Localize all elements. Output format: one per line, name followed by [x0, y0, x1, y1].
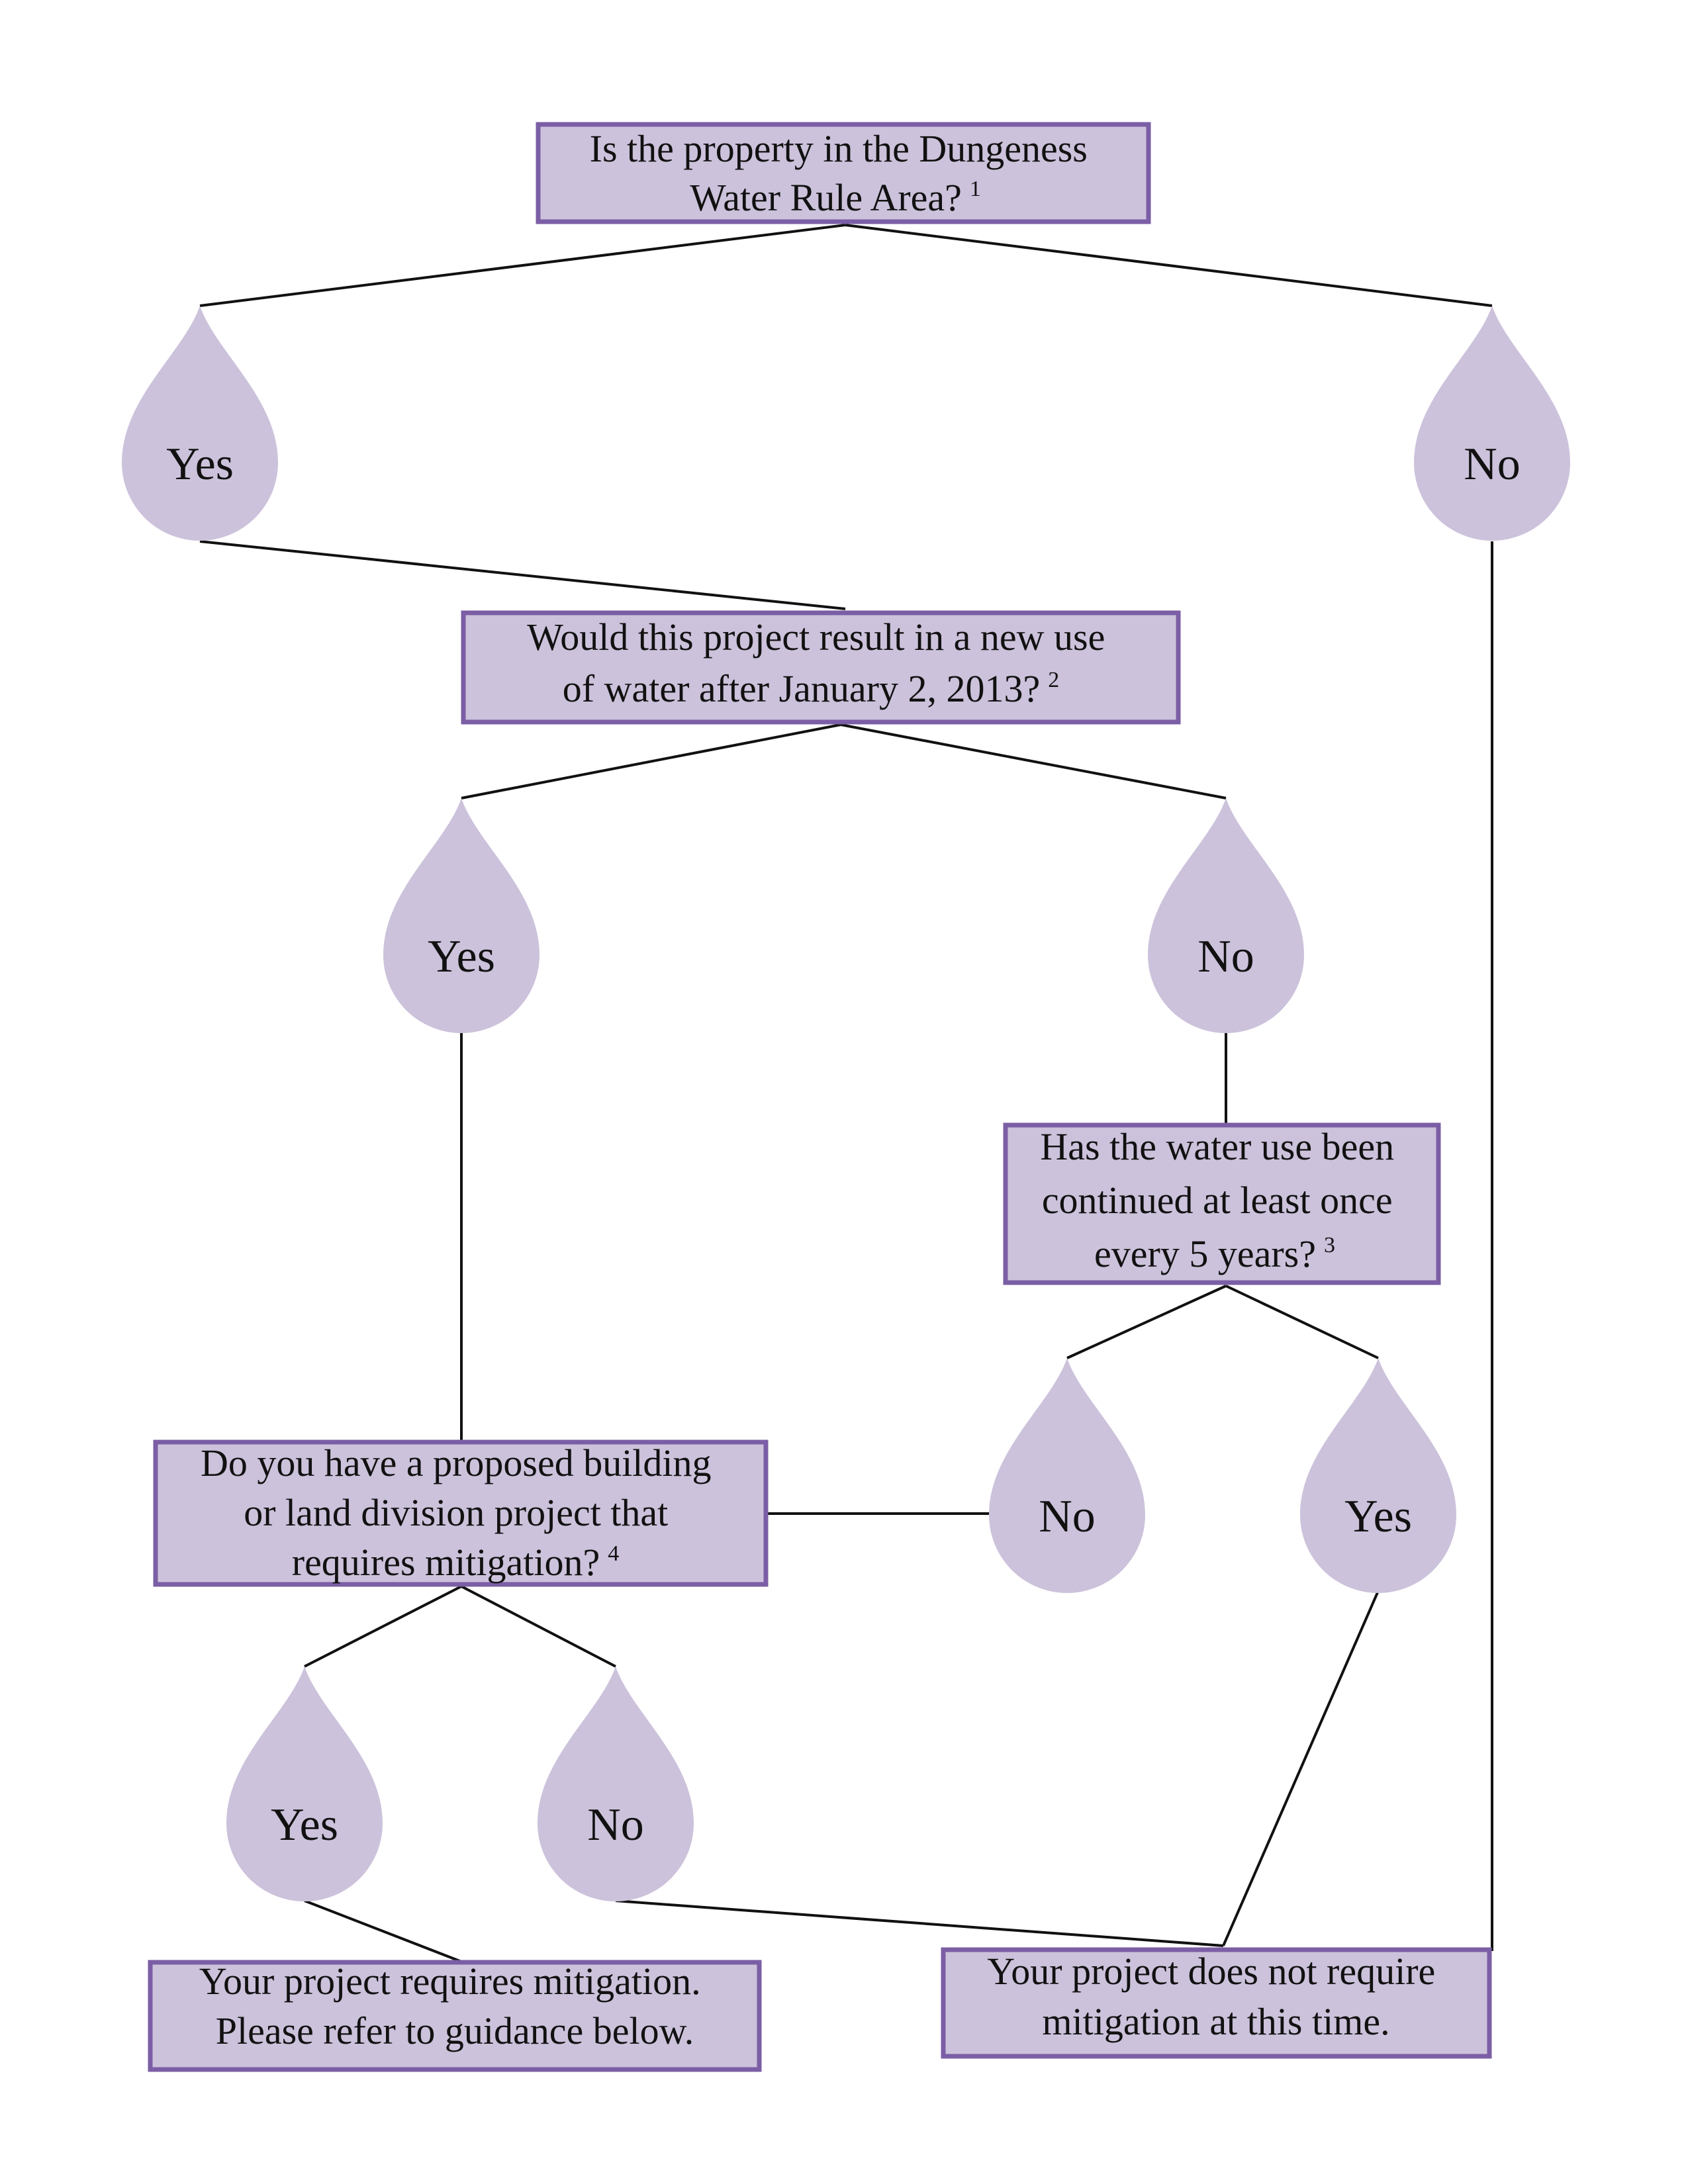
connector-q2-a2-yes [461, 723, 841, 799]
footnote-marker: 4 [608, 1541, 619, 1566]
question-box-new-water-use: Would this project result in a new use o… [461, 610, 1181, 725]
question-box-continued-use: Has the water use been continued at leas… [1003, 1122, 1441, 1285]
answer-label: No [1464, 439, 1521, 490]
footnote-marker: 3 [1324, 1233, 1335, 1257]
answer-label: Yes [1344, 1491, 1412, 1542]
answer-drop-new-use-no: No [1148, 798, 1304, 1033]
box-line: Your project does not require [987, 1950, 1435, 1993]
connector-q4-a4-yes [304, 1585, 462, 1668]
svg-text:Is the property in the Dungene: Is the property in the Dungeness Water R… [590, 127, 1098, 219]
answer-label: Yes [271, 1799, 338, 1850]
box-line: mitigation at this time. [1042, 2000, 1389, 2043]
svg-text:Do you have a proposed buildin: Do you have a proposed building or land … [201, 1441, 721, 1584]
answer-label: No [1197, 931, 1254, 982]
answer-label: No [1039, 1491, 1096, 1542]
box-line: or land division project that [244, 1491, 668, 1534]
footnote-marker: 1 [970, 177, 981, 201]
box-line: of water after January 2, 2013? [563, 667, 1040, 710]
connector-q3-a3-yes [1225, 1285, 1379, 1359]
box-line: Would this project result in a new use [527, 615, 1105, 659]
box-line: Is the property in the Dungeness [590, 127, 1088, 170]
result-box-no-mitigation: Your project does not require mitigation… [941, 1947, 1492, 2059]
box-line: requires mitigation? [292, 1541, 600, 1584]
footnote-marker: 2 [1048, 668, 1059, 692]
connector-a1-yes-q2 [199, 540, 846, 610]
answer-drop-area-yes: Yes [122, 306, 278, 541]
answer-drop-new-use-yes: Yes [383, 798, 539, 1033]
connector-q3-a3-no [1066, 1285, 1227, 1359]
box-line: Water Rule Area? [690, 176, 962, 219]
answer-label: No [587, 1799, 644, 1850]
answer-label: Yes [428, 931, 495, 982]
answer-drop-area-no: No [1414, 306, 1570, 541]
svg-text:Would this project result in a: Would this project result in a new use o… [527, 615, 1115, 710]
result-box-requires-mitigation: Your project requires mitigation. Please… [148, 1960, 762, 2072]
box-line: continued at least once [1042, 1179, 1393, 1222]
svg-text:Your project requires mitigati: Your project requires mitigation. Please… [199, 1960, 710, 2052]
question-box-building-project: Do you have a proposed building or land … [153, 1439, 769, 1587]
answer-label: Yes [166, 439, 234, 490]
connector-q1-a1-no [845, 224, 1493, 307]
box-line: Do you have a proposed building [201, 1441, 712, 1484]
connector-q2-a2-no [840, 723, 1227, 799]
answer-drop-building-no: No [538, 1666, 694, 1901]
svg-text:Has the water use been c: Has the water use been continued at leas… [1040, 1125, 1403, 1275]
connector-q4-a4-no [461, 1585, 616, 1668]
connectors [199, 224, 1493, 1963]
answer-drop-continued-yes: Yes [1300, 1358, 1456, 1593]
box-line: Please refer to guidance below. [216, 2009, 694, 2052]
box-line: Your project requires mitigation. [199, 1960, 701, 2003]
connector-q1-a1-yes [199, 224, 846, 307]
connector-a4-no-r2 [615, 1899, 1224, 1947]
connector-a3-yes-r2 [1222, 1590, 1380, 1946]
answer-drop-building-yes: Yes [226, 1666, 383, 1901]
question-box-dungeness-area: Is the property in the Dungeness Water R… [536, 122, 1151, 224]
answer-drop-continued-no: No [989, 1358, 1145, 1593]
box-line: every 5 years? [1094, 1232, 1316, 1275]
connector-a4-yes-r1 [304, 1899, 462, 1963]
svg-text:Your project does not require: Your project does not require mitigation… [987, 1950, 1445, 2043]
box-line: Has the water use been [1040, 1125, 1394, 1168]
